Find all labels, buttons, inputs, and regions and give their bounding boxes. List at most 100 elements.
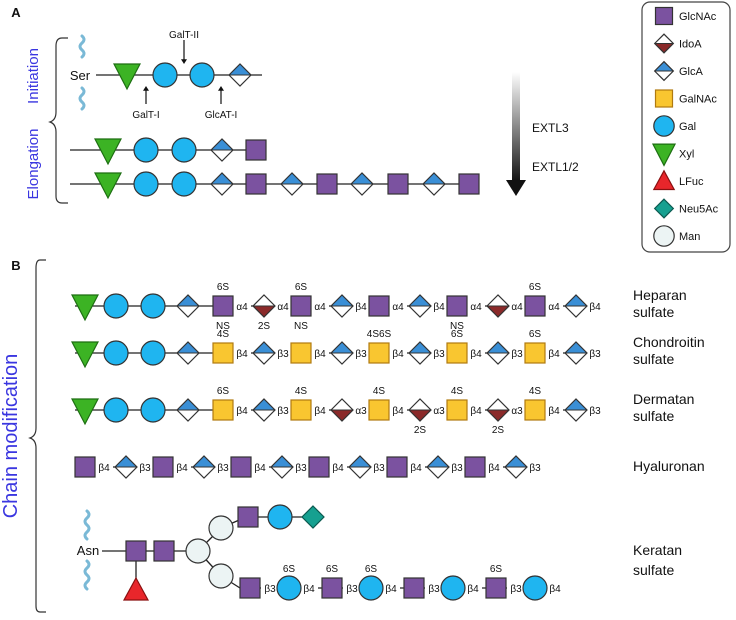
linkage-label: β4 <box>314 406 326 417</box>
legend-label-man: Man <box>679 231 700 243</box>
legend-label-galnac: GalNAc <box>679 94 717 106</box>
chain-modification-brace <box>28 259 46 613</box>
galnac-symbol <box>446 342 468 364</box>
sulfation-top-label: 4S <box>451 386 464 397</box>
linkage-label: β3 <box>433 349 445 360</box>
diamond-lower-half <box>565 306 587 317</box>
link-label-bg <box>389 346 407 360</box>
linkage-label: β4 <box>392 406 404 417</box>
linkage-label: β3 <box>295 463 307 474</box>
man-symbol <box>653 225 675 247</box>
gal-symbol <box>440 575 466 601</box>
diamond-lower-half <box>505 467 527 478</box>
sulfation-top-label: 6S <box>490 564 503 575</box>
diamond-upper-half <box>177 295 199 306</box>
diamond-upper-half <box>271 456 293 467</box>
sulfation-top-label: 4S <box>529 386 542 397</box>
diamond-lower-half <box>271 467 293 478</box>
glcnac-symbol <box>74 456 96 478</box>
linkage-label: β3 <box>355 349 367 360</box>
linkage-label: β3 <box>277 406 289 417</box>
glcat1-label: GlcAT-I <box>205 110 238 121</box>
linkage-label: β3 <box>139 463 151 474</box>
linkage-label: β4 <box>392 349 404 360</box>
glca-symbol <box>210 172 234 196</box>
sulfation-top-label: 6S <box>451 329 464 340</box>
legend-label-glca: GlcA <box>679 66 704 78</box>
linkage-label: α4 <box>314 302 326 313</box>
sulfation-top-label: 6S <box>365 564 378 575</box>
linkage-label: β4 <box>410 463 422 474</box>
linkage-label: α4 <box>392 302 404 313</box>
glca-symbol <box>486 341 510 365</box>
link-label-bg <box>389 403 407 417</box>
linkage-label: α4 <box>511 302 523 313</box>
glca-symbol <box>176 341 200 365</box>
sulfation-top-label: 4S6S <box>367 329 392 340</box>
link-label-bg <box>382 581 400 595</box>
link-label-bg <box>233 403 251 417</box>
wave-icon <box>83 509 91 541</box>
diamond-upper-half <box>427 456 449 467</box>
diamond-upper-half <box>409 295 431 306</box>
link-label-bg <box>389 299 407 313</box>
diamond-lower-half <box>565 353 587 364</box>
link-label-bg <box>485 460 503 474</box>
link-label-bg <box>467 403 485 417</box>
sulfation-bottom-label: 2S <box>414 425 427 436</box>
glcnac-symbol <box>237 506 259 528</box>
glcnac-symbol <box>654 6 674 26</box>
glcnac-symbol <box>368 295 390 317</box>
chain-name-line: Chondroitin <box>633 334 705 350</box>
galt2-arrowhead <box>181 59 187 64</box>
link-label-bg <box>311 299 329 313</box>
diamond-lower-half <box>565 410 587 421</box>
linkage-label: β3 <box>451 463 463 474</box>
residue-symbols <box>71 6 677 601</box>
glcnac-symbol <box>316 173 338 195</box>
panel-label-b: B <box>11 258 20 273</box>
chain-name-line: Hyaluronan <box>633 458 705 474</box>
link-label-bg <box>311 346 329 360</box>
galt1-label: GalT-I <box>132 110 159 121</box>
diamond-upper-half <box>351 173 373 184</box>
lfuc-symbol <box>122 576 150 601</box>
glcnac-symbol <box>524 295 546 317</box>
diamond-upper-half <box>565 342 587 353</box>
galnac-symbol <box>212 399 234 421</box>
linkage-label: α4 <box>470 302 482 313</box>
sulfation-bottom-label: 2S <box>258 321 271 332</box>
linkage-label: β4 <box>589 302 601 313</box>
link-label-bg <box>545 346 563 360</box>
linkage-label: β4 <box>332 463 344 474</box>
link-label-bg <box>508 403 526 417</box>
galnac-symbol <box>368 342 390 364</box>
diamond-lower-half <box>409 306 431 317</box>
linkage-label: α4 <box>236 302 248 313</box>
idoa-symbol <box>486 294 510 318</box>
legend-label-neu5ac: Neu5Ac <box>679 204 719 216</box>
elongation-brace <box>48 37 68 204</box>
xyl-symbol <box>94 138 122 166</box>
gal-symbol <box>189 62 215 88</box>
glcnac-symbol <box>386 456 408 478</box>
sulfation-top-label: 4S <box>373 386 386 397</box>
linkage-label: β3 <box>277 349 289 360</box>
legend-label-gal: Gal <box>679 121 696 133</box>
diamond-lower-half <box>115 467 137 478</box>
link-label-bg <box>274 346 292 360</box>
glca-symbol <box>270 455 294 479</box>
diamond-upper-half <box>505 456 527 467</box>
glcnac-symbol <box>308 456 330 478</box>
idoa-symbol <box>330 398 354 422</box>
gal-symbol <box>276 575 302 601</box>
link-label-bg <box>261 581 279 595</box>
diamond-lower-half <box>331 306 353 317</box>
initiation-label: Initiation <box>25 48 42 104</box>
glca-symbol <box>176 294 200 318</box>
xyl-symbol <box>71 294 99 322</box>
linkage-label: β4 <box>355 302 367 313</box>
lfuc-symbol <box>652 169 676 191</box>
diamond-upper-half <box>487 295 509 306</box>
